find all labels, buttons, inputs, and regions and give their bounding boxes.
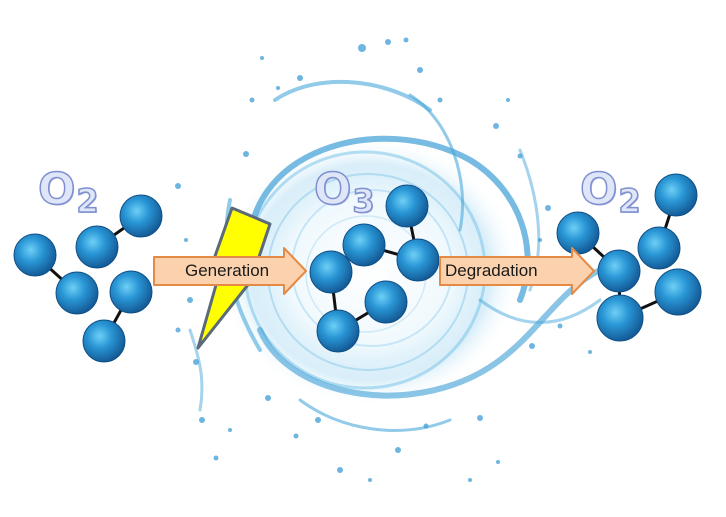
oxygen-atom <box>109 270 153 314</box>
oxygen-atom <box>364 280 408 324</box>
degradation-label: Degradation <box>445 261 538 280</box>
formula-subscript: 3 <box>352 182 376 220</box>
oxygen-atom <box>119 194 163 238</box>
oxygen-atom <box>385 184 429 228</box>
oxygen-atom <box>597 249 641 293</box>
oxygen-atom <box>396 238 440 282</box>
oxygen-atom <box>556 211 600 255</box>
generation-label: Generation <box>185 261 270 280</box>
degradation-arrow <box>439 247 595 295</box>
oxygen-atom <box>654 173 698 217</box>
oxygen-atom <box>55 271 99 315</box>
oxygen-atom <box>654 268 702 316</box>
formula-symbol: O <box>313 164 352 215</box>
oxygen-atom <box>637 226 681 270</box>
formula-subscript: 2 <box>76 182 100 220</box>
formula-center: O3 <box>313 167 375 218</box>
generation-arrow <box>153 247 307 295</box>
oxygen-atom <box>596 294 644 342</box>
formula-subscript: 2 <box>618 182 642 220</box>
oxygen-atom <box>75 225 119 269</box>
formula-right: O2 <box>579 167 641 218</box>
oxygen-atom <box>13 233 57 277</box>
atoms <box>13 173 702 363</box>
oxygen-atom <box>316 309 360 353</box>
oxygen-atom <box>342 223 386 267</box>
oxygen-atom <box>82 319 126 363</box>
formula-symbol: O <box>37 164 76 215</box>
formula-left: O2 <box>37 167 99 218</box>
formula-symbol: O <box>579 164 618 215</box>
oxygen-atom <box>309 250 353 294</box>
